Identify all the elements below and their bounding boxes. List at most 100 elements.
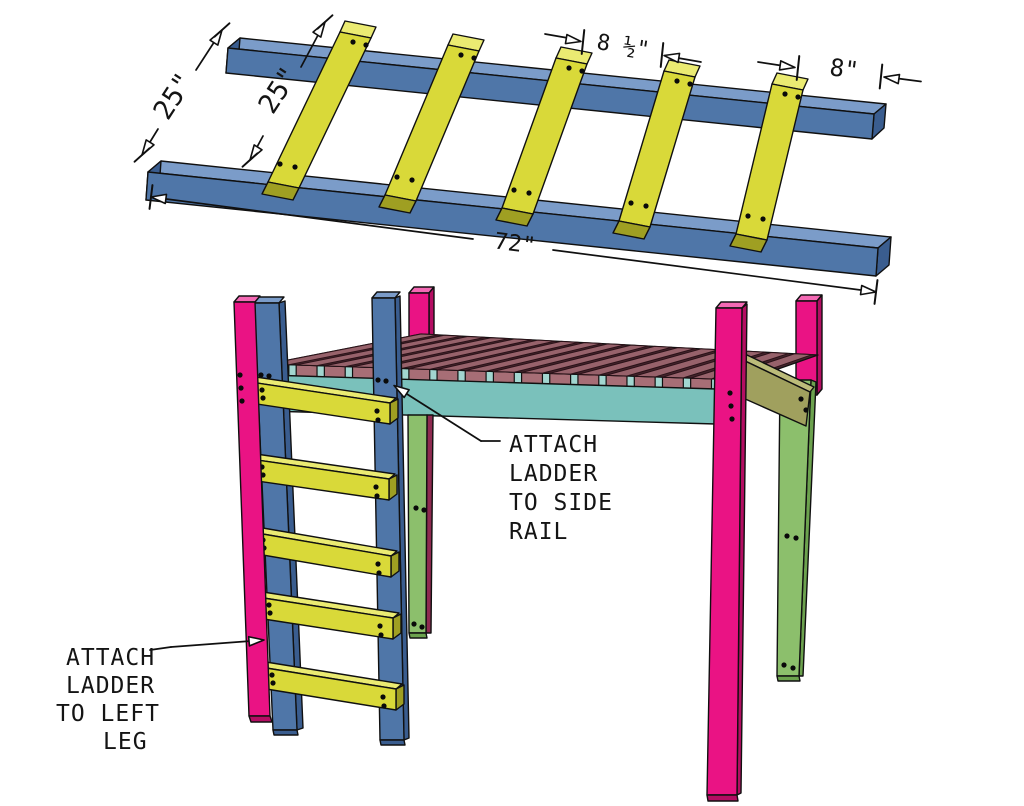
dimension-label-rung-spacing: 8 ½" xyxy=(595,30,651,63)
leg-bottom-face xyxy=(248,715,273,723)
screw-hole xyxy=(266,373,272,379)
screw-hole xyxy=(380,694,386,700)
screw-hole xyxy=(374,408,380,414)
screw-hole xyxy=(266,602,272,608)
screw-hole xyxy=(375,561,381,567)
top-ladder-plan xyxy=(145,20,892,277)
back-right-green-leg xyxy=(776,379,817,682)
screw-hole xyxy=(269,672,275,678)
back-left-leg-post xyxy=(408,286,435,346)
dimension-tick xyxy=(316,14,334,30)
screw-hole xyxy=(375,377,381,383)
screw-hole xyxy=(363,42,369,48)
leg-front-face xyxy=(795,300,818,396)
screw-hole xyxy=(687,81,693,87)
dimension-tick xyxy=(148,184,154,210)
screw-hole xyxy=(292,164,298,170)
screw-hole xyxy=(239,398,245,404)
screw-hole xyxy=(375,417,381,423)
screw-hole xyxy=(376,570,382,576)
screw-hole xyxy=(267,610,273,616)
leader-arrowhead-icon xyxy=(247,635,265,647)
screw-hole xyxy=(795,94,801,100)
rung-bottom-end-face xyxy=(495,207,534,227)
screw-hole xyxy=(674,78,680,84)
front-right-leg xyxy=(706,301,748,802)
screw-hole xyxy=(350,39,356,45)
arrowhead-icon xyxy=(150,193,168,205)
screw-hole xyxy=(760,216,766,222)
ladder-rung xyxy=(259,661,405,711)
ladder-rung xyxy=(249,376,399,425)
dimension-label-end-offset: 8" xyxy=(828,53,861,85)
screw-hole xyxy=(270,680,276,686)
annotation-line: ATTACH xyxy=(509,432,598,458)
screw-hole xyxy=(745,213,751,219)
rail-bottom-face xyxy=(272,729,299,736)
screw-hole xyxy=(421,507,427,513)
deck-slat xyxy=(492,343,626,373)
screw-hole xyxy=(374,493,380,499)
screw-hole xyxy=(471,55,477,61)
screw-hole xyxy=(511,187,517,193)
rung-bottom-end-face xyxy=(729,233,768,253)
arrowhead-icon xyxy=(859,284,877,296)
dimension-and-leader-annotations xyxy=(133,14,922,651)
dimension-tick xyxy=(133,147,151,163)
dimension-line xyxy=(897,77,922,83)
dimension-label-ladder-width: 25" xyxy=(148,67,201,125)
screw-hole xyxy=(566,65,572,71)
screw-hole xyxy=(258,372,264,378)
screw-hole xyxy=(411,621,417,627)
screw-hole xyxy=(526,190,532,196)
front-left-leg xyxy=(233,295,273,723)
screw-hole xyxy=(781,662,787,668)
deck-slat xyxy=(464,342,603,372)
ladder-rung xyxy=(250,526,400,578)
screw-hole xyxy=(643,203,649,209)
deck-slat xyxy=(549,345,673,375)
ladder-rung xyxy=(495,46,593,227)
dimension-line xyxy=(552,249,877,293)
ladder-rung xyxy=(261,20,377,201)
rung-bottom-end-face xyxy=(378,194,417,214)
leg-bottom-face xyxy=(706,794,739,802)
dimension-line xyxy=(757,61,782,67)
arrowhead-icon xyxy=(663,52,681,64)
screw-hole xyxy=(260,395,266,401)
screw-hole xyxy=(458,52,464,58)
screw-hole xyxy=(782,91,788,97)
deck-slat xyxy=(323,335,486,368)
screw-hole xyxy=(727,390,733,396)
screw-hole xyxy=(413,505,419,511)
dimension-tick xyxy=(873,279,879,305)
screw-hole xyxy=(394,174,400,180)
screw-hole xyxy=(381,703,387,709)
dimension-label-rail-length: 72" xyxy=(493,228,538,259)
screw-hole xyxy=(383,378,389,384)
screw-hole xyxy=(784,533,790,539)
ladder-rung xyxy=(729,72,809,253)
screw-hole xyxy=(377,623,383,629)
screw-hole xyxy=(798,396,804,402)
screw-hole xyxy=(728,403,734,409)
screw-hole xyxy=(419,624,425,630)
back-right-leg-post xyxy=(795,294,823,396)
screw-hole xyxy=(628,200,634,206)
screw-hole xyxy=(277,161,283,167)
rail-bottom-face xyxy=(379,739,406,746)
screw-hole xyxy=(378,632,384,638)
dimension-tick xyxy=(878,63,884,90)
annotation-line: LADDER xyxy=(66,673,155,699)
screw-hole xyxy=(259,387,265,393)
leg-bottom-face xyxy=(408,632,428,639)
screw-hole xyxy=(237,372,243,378)
dimension-tick xyxy=(241,152,259,168)
deck-slat xyxy=(436,340,579,371)
ladder-rung xyxy=(378,33,485,214)
back-left-green-leg xyxy=(407,414,434,639)
dimension-tick xyxy=(580,29,586,55)
leg-bottom-face xyxy=(776,675,801,682)
screw-hole xyxy=(579,68,585,74)
